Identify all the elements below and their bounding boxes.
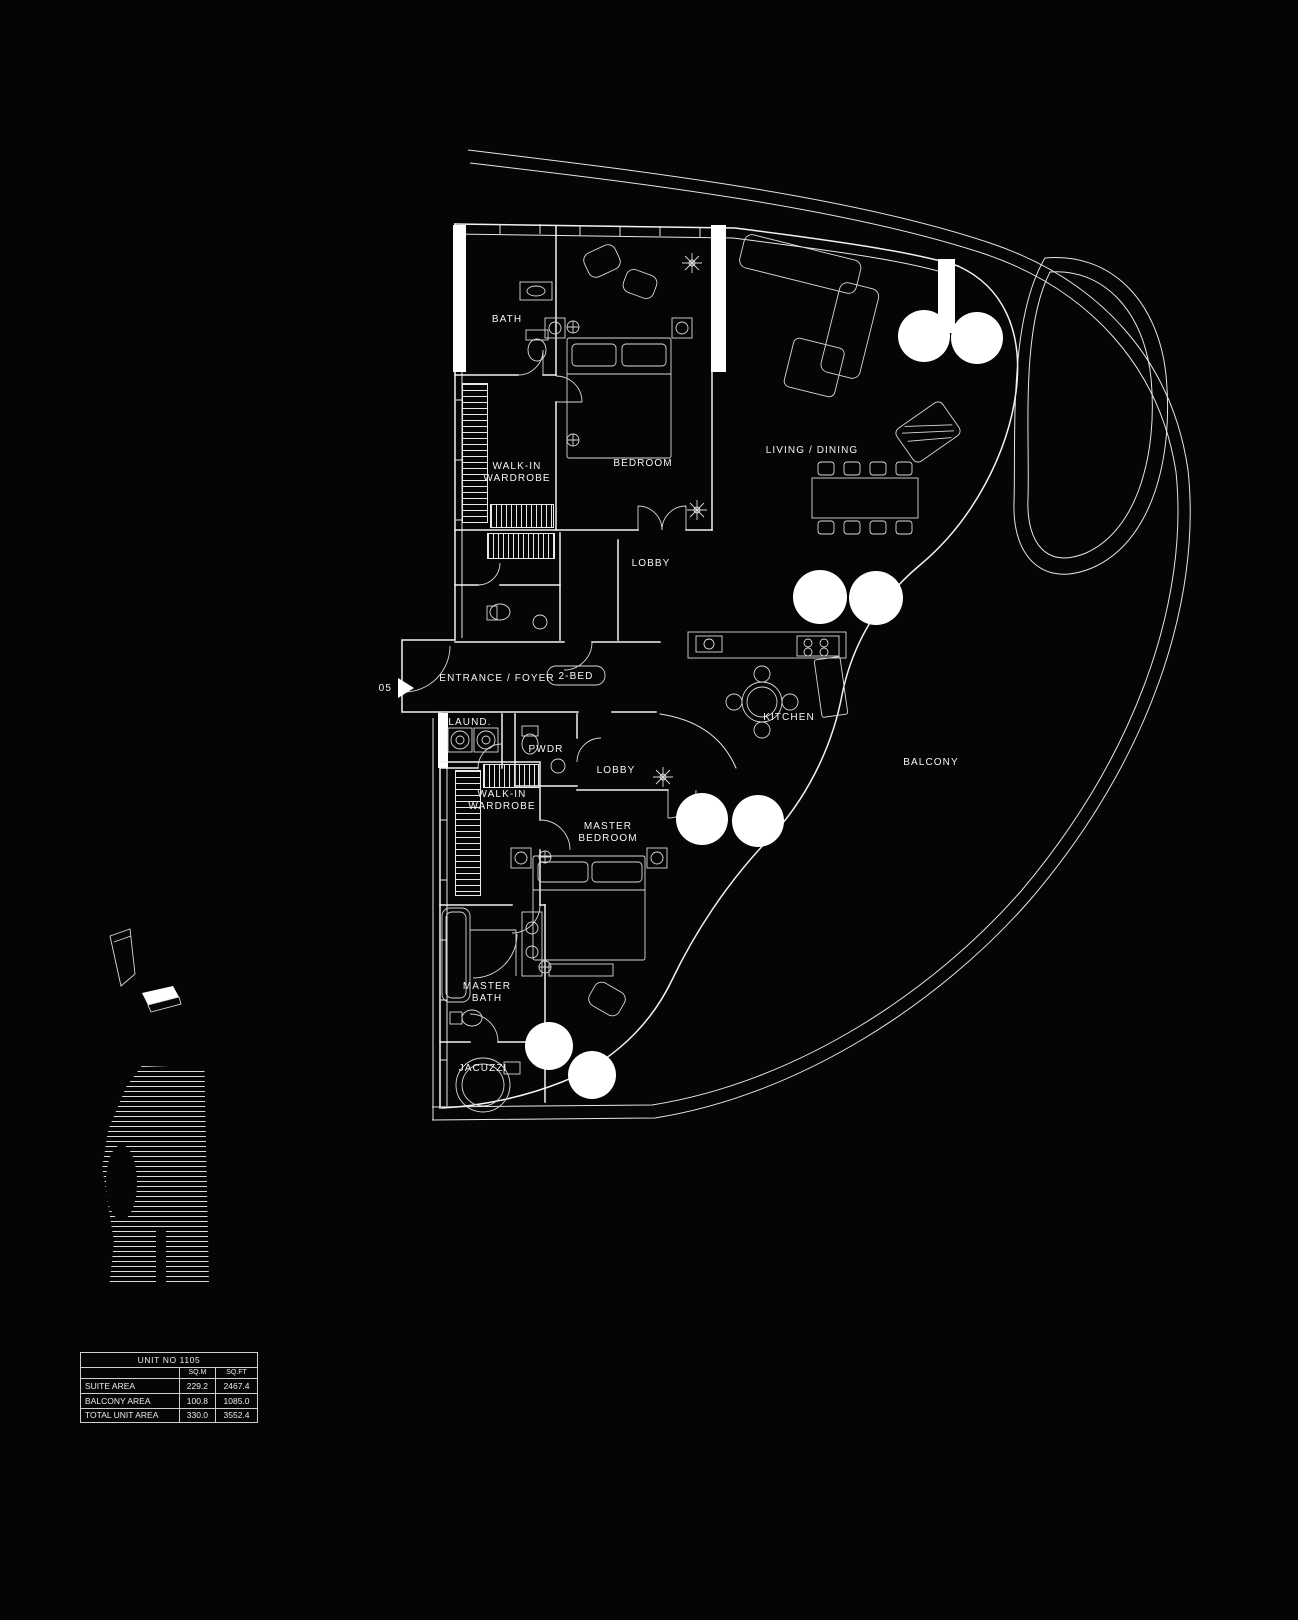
label-bath: BATH — [492, 314, 522, 325]
label-balcony: BALCONY — [903, 757, 959, 768]
plant-icons — [653, 253, 707, 787]
label-wardrobe-2: WARDROBE — [468, 801, 535, 812]
label-powder: PWDR — [529, 744, 564, 755]
label-bedroom: BEDROOM — [613, 458, 672, 469]
row-sqft: 2467.4 — [215, 1378, 258, 1394]
wardrobe-rail-lower — [483, 764, 539, 788]
label-jacuzzi: JACUZZI — [459, 1063, 508, 1074]
row-label: BALCONY AREA — [80, 1393, 180, 1409]
entrance-marker: 05 2-BED — [379, 665, 606, 698]
area-table-units-row: SQ.M SQ.FT — [80, 1366, 258, 1380]
col-sqft: SQ.FT — [215, 1366, 258, 1380]
wall-blocks — [438, 225, 955, 768]
interior-walls — [439, 225, 737, 1103]
row-sqm: 100.8 — [178, 1393, 217, 1409]
building-key-silhouette — [100, 1066, 216, 1286]
wardrobe-shelving-upper — [462, 383, 488, 523]
label-master-bath-1: MASTER — [463, 981, 511, 992]
tower-void — [105, 1145, 138, 1220]
corridor-closet — [487, 533, 555, 559]
label-master-bedroom-2: BEDROOM — [578, 833, 637, 844]
label-walk-in-2: WALK-IN — [478, 789, 527, 800]
entrance-direction-arrow — [398, 678, 414, 698]
label-master-bath-2: BATH — [472, 993, 502, 1004]
row-sqm: 229.2 — [178, 1378, 217, 1394]
logo-shapes — [109, 928, 182, 1013]
label-living-dining: LIVING / DINING — [766, 445, 859, 456]
row-sqft: 1085.0 — [215, 1393, 258, 1409]
unit-number: UNIT NO 1105 — [80, 1352, 258, 1368]
doors — [403, 349, 697, 1043]
label-lobby-lower: LOBBY — [597, 765, 636, 776]
row-sqft: 3552.4 — [215, 1407, 258, 1424]
label-entrance-foyer: ENTRANCE / FOYER — [439, 673, 554, 684]
row-label: TOTAL UNIT AREA — [80, 1407, 180, 1424]
area-table-header-row: UNIT NO 1105 — [80, 1352, 258, 1368]
room-labels: BATH WALK-IN WARDROBE BEDROOM LIVING / D… — [439, 314, 959, 1074]
area-row-suite: SUITE AREA 229.2 2467.4 — [80, 1378, 258, 1394]
round-tables — [525, 310, 1003, 1099]
col-sqm: SQ.M — [178, 1366, 217, 1380]
area-row-total: TOTAL UNIT AREA 330.0 3552.4 — [80, 1407, 258, 1424]
label-laundry: LAUND. — [448, 717, 491, 728]
balcony-shell — [431, 149, 1191, 1121]
bed-type-badge — [546, 665, 606, 686]
bed-type-label: 2-BED — [559, 671, 594, 682]
wardrobe-shelving-lower — [455, 770, 481, 896]
unit-marker-label: 05 — [379, 683, 392, 694]
wardrobe-rail-upper — [490, 504, 554, 528]
label-lobby-upper: LOBBY — [632, 558, 671, 569]
row-label: SUITE AREA — [80, 1378, 180, 1394]
label-master-bedroom-1: MASTER — [584, 821, 632, 832]
row-sqm: 330.0 — [178, 1407, 217, 1424]
tower-core-slot — [155, 1226, 167, 1286]
label-kitchen: KITCHEN — [763, 712, 815, 723]
blank-cell — [80, 1366, 180, 1380]
label-wardrobe-1: WARDROBE — [483, 473, 550, 484]
furniture — [441, 234, 961, 1113]
area-row-balcony: BALCONY AREA 100.8 1085.0 — [80, 1393, 258, 1409]
label-walk-in-1: WALK-IN — [493, 461, 542, 472]
area-table: UNIT NO 1105 SQ.M SQ.FT SUITE AREA 229.2… — [80, 1352, 258, 1424]
